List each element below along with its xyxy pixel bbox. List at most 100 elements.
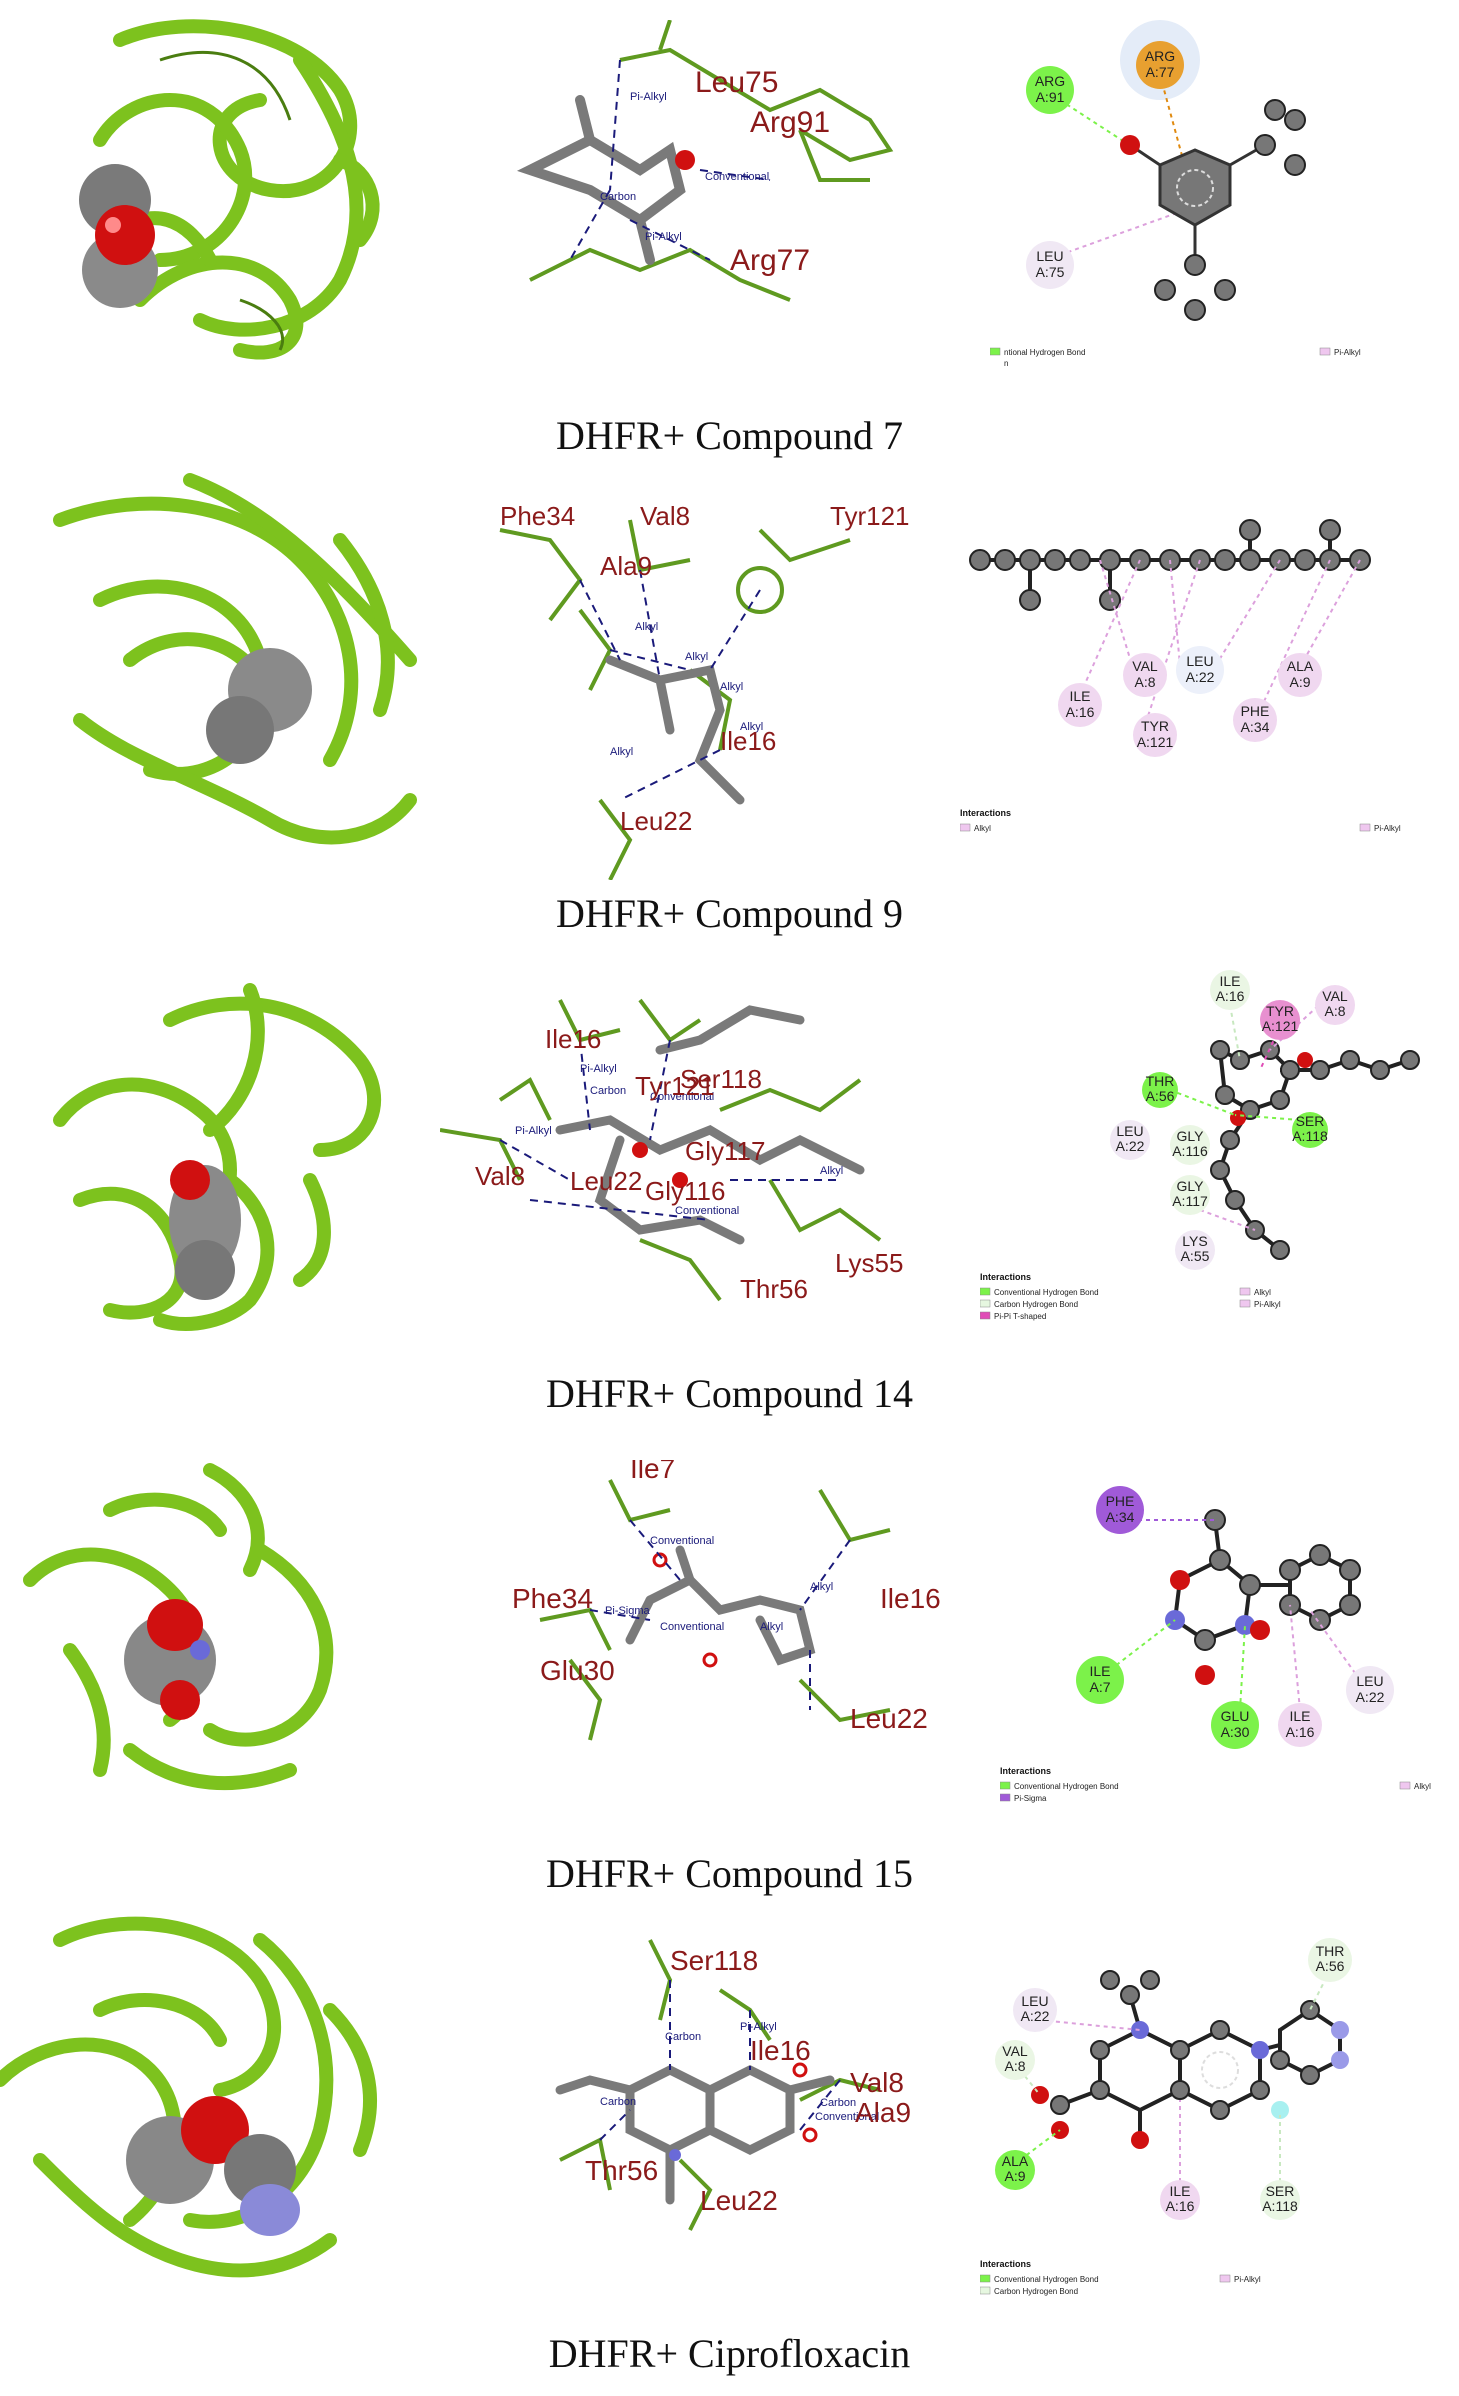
interaction-tag: Alkyl [810, 1581, 833, 1593]
svg-text:A:22: A:22 [1186, 669, 1215, 685]
residue-label: Gly116 [645, 1176, 725, 1206]
interaction-tag: Pi-Alkyl [515, 1125, 552, 1137]
residue-node-leu22: LEU A:22 [1346, 1666, 1394, 1714]
svg-text:A:30: A:30 [1221, 1724, 1250, 1740]
protein-ribbon-3d [0, 1916, 377, 2278]
svg-text:ILE: ILE [1289, 1708, 1310, 1724]
residue-node-tyr121: TYR A:121 [1133, 713, 1177, 757]
svg-text:TYR: TYR [1141, 718, 1169, 734]
interaction-tag: Conventional [650, 1535, 714, 1547]
protein-ribbon-3d [53, 983, 382, 1331]
svg-text:THR: THR [1316, 1943, 1345, 1959]
residue-label: Thr56 [585, 2155, 658, 2186]
svg-text:ALA: ALA [1002, 2153, 1029, 2169]
svg-text:Pi-Alkyl: Pi-Alkyl [1254, 1300, 1281, 1309]
svg-text:VAL: VAL [1322, 988, 1348, 1004]
svg-text:LEU: LEU [1116, 1123, 1143, 1139]
interaction-tag: Carbon [590, 1085, 626, 1097]
svg-text:GLU: GLU [1221, 1708, 1250, 1724]
svg-text:A:22: A:22 [1356, 1689, 1385, 1705]
binding-site-3d: Pi-Alkyl Carbon Conventional Pi-Alkyl Al… [440, 998, 903, 1304]
residue-node-thr56: THR A:56 [1142, 1072, 1178, 1108]
svg-text:PHE: PHE [1106, 1493, 1135, 1509]
residue-node-ala9: ALA A:9 [1278, 653, 1322, 697]
svg-text:LEU: LEU [1036, 248, 1063, 264]
interaction-tag: Conventional [660, 1621, 724, 1633]
legend: Interactions Conventional Hydrogen Bond … [980, 1272, 1281, 1321]
interaction-tag: Conventional [815, 2111, 879, 2123]
interaction-tag: Alkyl [820, 1165, 843, 1177]
svg-text:VAL: VAL [1132, 658, 1158, 674]
interaction-2d-diagram: ARG A:91 ARG A:77 LEU A:75 ntional Hydro… [990, 20, 1361, 368]
svg-text:Pi-Alkyl: Pi-Alkyl [1374, 824, 1401, 833]
svg-text:A:77: A:77 [1146, 64, 1175, 80]
svg-text:A:9: A:9 [1004, 2168, 1025, 2184]
svg-text:A:22: A:22 [1116, 1138, 1145, 1154]
legend: ntional Hydrogen Bond n Pi-Alkyl [990, 347, 1361, 368]
panel-compound-15: Conventional Pi-Sigma Conventional Alkyl… [0, 1420, 1459, 1910]
interaction-tag: Carbon [600, 2096, 636, 2108]
svg-text:LEU: LEU [1356, 1673, 1383, 1689]
svg-text:A:121: A:121 [1262, 1018, 1299, 1034]
interaction-tag: Carbon [600, 191, 636, 203]
residue-node-leu75: LEU A:75 [1026, 241, 1074, 289]
svg-text:GLY: GLY [1177, 1128, 1205, 1144]
residue-label: Phe34 [500, 501, 575, 531]
interaction-tag: Conventional [650, 1091, 714, 1103]
svg-text:A:121: A:121 [1137, 734, 1174, 750]
binding-site-3d: Conventional Pi-Sigma Conventional Alkyl… [512, 1460, 941, 1741]
svg-text:Pi-Pi T-shaped: Pi-Pi T-shaped [994, 1312, 1046, 1321]
interaction-2d-diagram: ILE A:16 VAL A:8 TYR A:121 THR A:56 LEU … [980, 970, 1420, 1321]
legend: Interactions Alkyl Pi-Alkyl [960, 808, 1401, 833]
residue-node-gly116: GLY A:116 [1170, 1125, 1210, 1165]
svg-text:ARG: ARG [1145, 48, 1175, 64]
residue-node-leu22: LEU A:22 [1176, 646, 1224, 694]
interaction-tag: Conventional [705, 171, 769, 183]
residue-label: Ser118 [680, 1064, 762, 1094]
interaction-tag: Pi-Alkyl [580, 1063, 617, 1075]
residue-node-gly117: GLY A:117 [1170, 1175, 1210, 1215]
residue-node-thr56: THR A:56 [1308, 1938, 1352, 1982]
svg-text:Alkyl: Alkyl [1254, 1288, 1271, 1297]
residue-label: Ser118 [670, 1945, 758, 1976]
svg-text:Conventional Hydrogen Bond: Conventional Hydrogen Bond [994, 2275, 1099, 2284]
panel-caption: DHFR+ Compound 7 [555, 413, 904, 458]
residue-label: Ile16 [720, 726, 776, 756]
legend: Interactions Conventional Hydrogen Bond … [980, 2259, 1261, 2296]
interaction-tag: Alkyl [720, 681, 743, 693]
panel-compound-14: Pi-Alkyl Carbon Conventional Pi-Alkyl Al… [0, 940, 1459, 1430]
svg-text:Interactions: Interactions [980, 1272, 1031, 1282]
svg-text:A:8: A:8 [1134, 674, 1155, 690]
svg-text:ILE: ILE [1089, 1663, 1110, 1679]
svg-text:ILE: ILE [1169, 2183, 1190, 2199]
residue-label: Leu22 [570, 1166, 642, 1196]
interaction-tag: Pi-Alkyl [630, 91, 667, 103]
residue-label: Val8 [640, 501, 690, 531]
svg-text:Carbon Hydrogen Bond: Carbon Hydrogen Bond [994, 2287, 1078, 2296]
interaction-2d-diagram: PHE A:34 ILE A:7 GLU A:30 ILE A:16 LEU A… [1000, 1486, 1431, 1803]
residue-label: Glu30 [540, 1655, 615, 1686]
interaction-tag: Alkyl [760, 1621, 783, 1633]
residue-label: Leu22 [850, 1703, 928, 1734]
svg-text:A:75: A:75 [1036, 264, 1065, 280]
residue-node-phe34: PHE A:34 [1096, 1486, 1144, 1534]
panel-compound-9: Alkyl Alkyl Alkyl Alkyl Alkyl Phe34 Val8… [0, 460, 1459, 950]
residue-node-tyr121: TYR A:121 [1260, 1000, 1300, 1040]
protein-ribbon-3d [23, 1463, 334, 1791]
residue-node-ile16: ILE A:16 [1278, 1703, 1322, 1747]
panel-compound-7: Pi-Alkyl Conventional Pi-Alkyl Carbon Le… [0, 0, 1459, 470]
svg-text:TYR: TYR [1266, 1003, 1294, 1019]
svg-text:A:34: A:34 [1106, 1509, 1135, 1525]
residue-label: Val8 [475, 1161, 525, 1191]
residue-label: Ala9 [855, 2097, 911, 2128]
svg-text:Pi-Alkyl: Pi-Alkyl [1334, 348, 1361, 357]
residue-label: Phe34 [512, 1583, 593, 1614]
panel-caption: DHFR+ Compound 9 [555, 891, 904, 936]
svg-text:A:55: A:55 [1181, 1248, 1210, 1264]
svg-text:A:22: A:22 [1021, 2008, 1050, 2024]
residue-node-ser118: SER A:118 [1292, 1112, 1328, 1148]
residue-node-val8: VAL A:8 [1315, 985, 1355, 1025]
interaction-tag: Conventional [675, 1205, 739, 1217]
svg-text:A:16: A:16 [1216, 988, 1245, 1004]
svg-text:Pi-Sigma: Pi-Sigma [1014, 1794, 1047, 1803]
